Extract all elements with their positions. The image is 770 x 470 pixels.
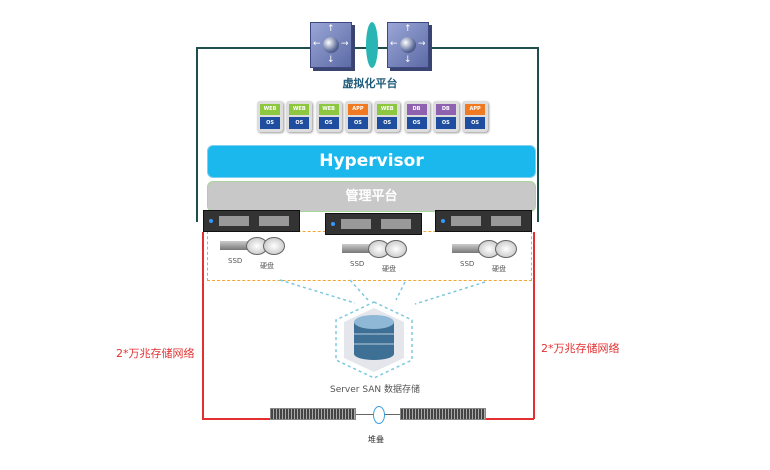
vm-os-label: OS (406, 117, 427, 129)
stack-label: 堆叠 (368, 435, 384, 444)
vm-app-label: DB (435, 104, 456, 115)
ssd-label: SSD (350, 260, 365, 268)
server-node (325, 213, 422, 235)
vm-db: DB OS (432, 101, 459, 132)
vm-app-label: APP (347, 104, 368, 115)
network-line-right (533, 232, 535, 419)
vm-web: WEB OS (286, 101, 313, 132)
network-line-left-bottom (202, 418, 270, 420)
hdd-label: 硬盘 (492, 265, 506, 273)
core-switch-2: ↑↓←→ (387, 22, 429, 68)
storage-label: Server SAN 数据存储 (329, 385, 420, 395)
vm-os-label: OS (318, 117, 339, 129)
vm-db: DB OS (403, 101, 430, 132)
hypervisor-bar: Hypervisor (207, 145, 536, 178)
vm-os-label: OS (435, 117, 456, 129)
ssd-label: SSD (228, 257, 243, 265)
flow-arrow-1 (279, 279, 356, 304)
node-disks: SSD 硬盘 (452, 240, 532, 273)
hdd-label: 硬盘 (260, 262, 274, 270)
core-switch-1: ↑↓←→ (310, 22, 352, 68)
storage-switch-2 (400, 408, 486, 420)
vm-os-label: OS (260, 117, 280, 129)
vm-app-label: WEB (260, 104, 280, 115)
hdd-label: 硬盘 (382, 265, 396, 273)
flow-arrow-2 (349, 279, 369, 301)
vm-app: APP OS (344, 101, 371, 132)
ssd-icon (452, 244, 482, 253)
data-flow-arrows (279, 279, 486, 305)
ssd-icon (342, 244, 372, 253)
vm-os-label: OS (465, 117, 486, 129)
vm-app-label: DB (406, 104, 427, 115)
vm-web: WEB OS (374, 101, 401, 132)
stack-ring-icon (373, 406, 385, 424)
storage-switch-1 (270, 408, 356, 420)
ssd-label: SSD (460, 260, 475, 268)
network-label-left: 2*万兆存储网络 (116, 347, 195, 360)
network-label-right: 2*万兆存储网络 (541, 342, 620, 355)
flow-arrow-4 (414, 281, 486, 305)
management-bar: 管理平台 (207, 181, 536, 212)
hdd-icon (263, 237, 285, 255)
server-node (203, 210, 300, 232)
virtualization-label: 虚拟化平台 (342, 77, 398, 90)
hdd-icon (495, 240, 517, 258)
hdd-icon (385, 240, 407, 258)
vm-web: WEB OS (315, 101, 342, 132)
flow-arrow-3 (395, 281, 406, 301)
vm-app-label: WEB (318, 104, 339, 115)
vm-app-label: WEB (289, 104, 310, 115)
vm-web: WEB OS (257, 101, 283, 132)
node-disks: SSD 硬盘 (220, 237, 300, 270)
vm-app: APP OS (462, 101, 489, 132)
network-line-left (202, 232, 204, 419)
storage-pool-icon (335, 301, 413, 379)
server-node (435, 210, 532, 232)
ssd-icon (220, 241, 250, 250)
vm-os-label: OS (347, 117, 368, 129)
vm-app-label: WEB (377, 104, 398, 115)
node-disks: SSD 硬盘 (342, 240, 422, 273)
stack-link-icon (366, 22, 378, 68)
vm-os-label: OS (377, 117, 398, 129)
network-line-right-bottom (486, 418, 534, 420)
vm-os-label: OS (289, 117, 310, 129)
vm-app-label: APP (465, 104, 486, 115)
